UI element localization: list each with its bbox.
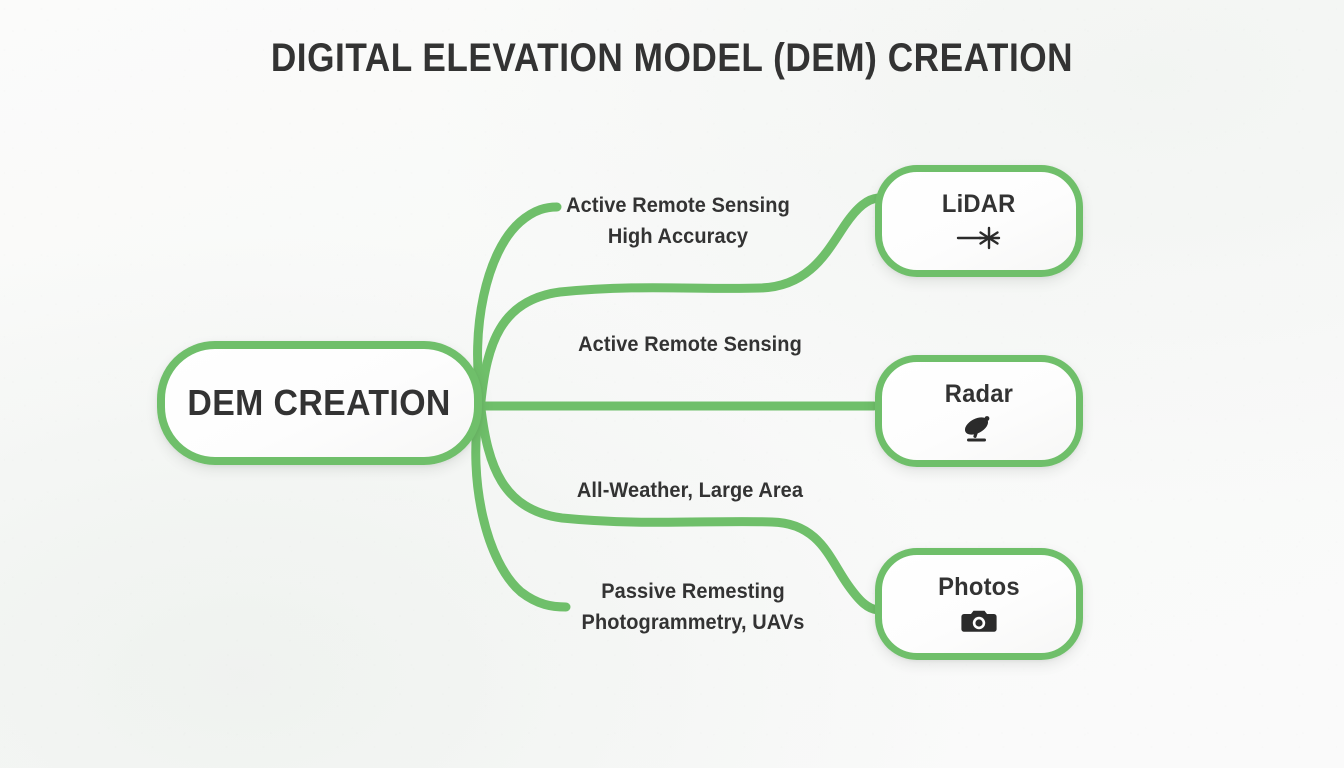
laser-beam-icon <box>955 223 1003 253</box>
satellite-dish-icon <box>962 413 996 443</box>
camera-icon <box>961 606 997 636</box>
node-photos[interactable]: Photos <box>875 548 1083 660</box>
node-lidar[interactable]: LiDAR <box>875 165 1083 277</box>
edge-label-photos: All-Weather, Large Area <box>548 475 833 506</box>
center-node-label: DEM CREATION <box>187 382 452 423</box>
edge-label-radar: Active Remote Sensing <box>548 329 833 360</box>
node-photos-label: Photos <box>938 572 1020 601</box>
page-title: DIGITAL ELEVATION MODEL (DEM) CREATION <box>270 36 1074 80</box>
center-node[interactable]: DEM CREATION <box>157 341 482 465</box>
edge-label-photogrammetry-line2: Photogrammetry, UAVs <box>581 611 805 634</box>
node-radar-label: Radar <box>944 379 1014 408</box>
edge-label-lidar-line1: Active Remote Sensing <box>566 194 790 217</box>
edge-label-photos-line1: All-Weather, Large Area <box>576 479 804 502</box>
node-radar[interactable]: Radar <box>875 355 1083 467</box>
edge-label-lidar-line2: High Accuracy <box>607 225 749 248</box>
edge-label-radar-line1: Active Remote Sensing <box>578 333 802 356</box>
edge-label-photogrammetry: Passive Remesting Photogrammetry, UAVs <box>551 576 836 638</box>
node-lidar-label: LiDAR <box>942 189 1016 218</box>
edge-label-photogrammetry-line1: Passive Remesting <box>601 580 785 603</box>
edge-label-lidar: Active Remote Sensing High Accuracy <box>536 190 821 252</box>
